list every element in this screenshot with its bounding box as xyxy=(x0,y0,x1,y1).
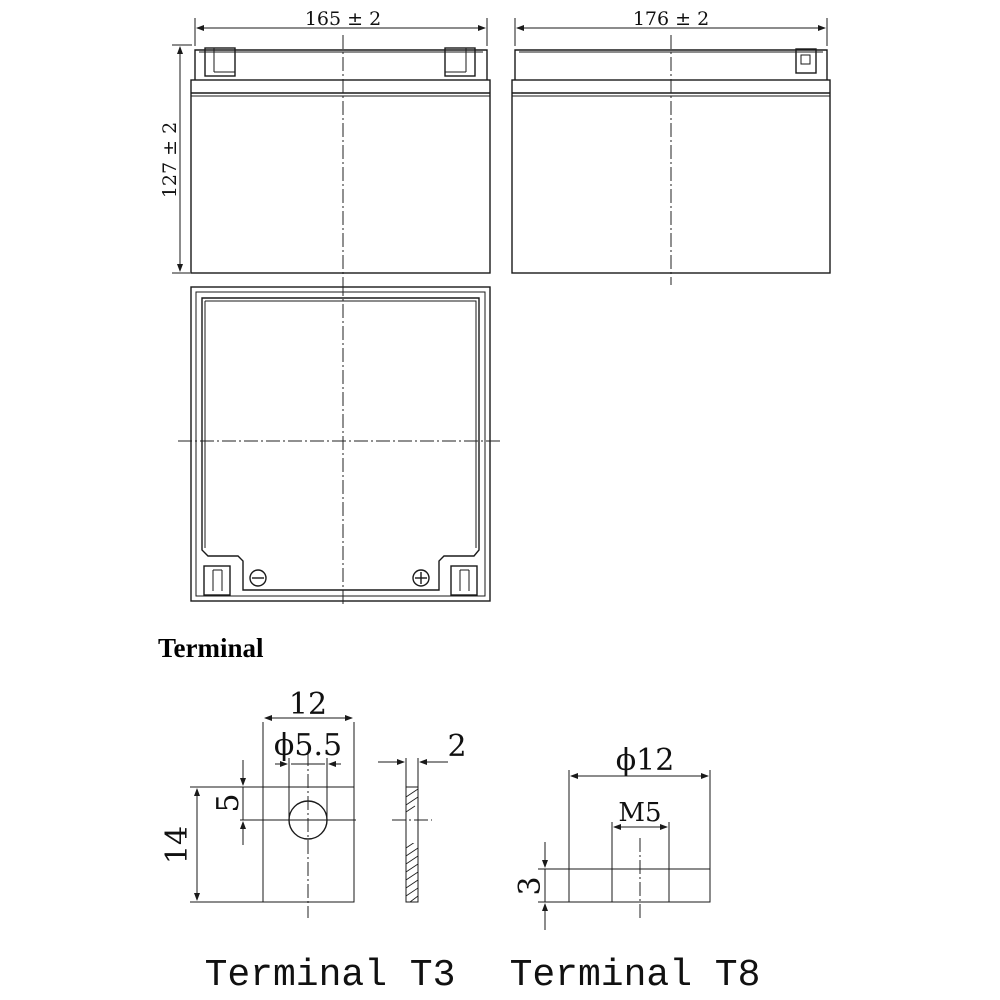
front-left-terminal xyxy=(204,47,236,77)
side-view xyxy=(511,35,831,285)
t3-caption: Terminal T3 xyxy=(205,954,456,997)
front-width-label: 165 ± 2 xyxy=(305,8,381,30)
t3-hole-diameter-label: ϕ5.5 xyxy=(274,728,342,763)
top-view xyxy=(178,282,500,606)
positive-polarity-icon xyxy=(412,569,430,587)
t8-caption: Terminal T8 xyxy=(510,954,761,997)
t3-height-label: 14 xyxy=(160,826,195,864)
t3-width-label: 12 xyxy=(289,687,327,722)
terminal-t3-drawing: 12 ϕ5.5 5 14 xyxy=(160,687,467,997)
dimension-side-width: 176 ± 2 xyxy=(514,8,828,46)
t8-height-label: 3 xyxy=(513,876,548,895)
negative-polarity-icon xyxy=(249,569,267,587)
dimension-height: 127 ± 2 xyxy=(159,44,192,274)
t3-thickness-label: 2 xyxy=(447,729,466,764)
side-terminal xyxy=(795,48,817,74)
front-view xyxy=(190,35,491,285)
t8-thread-label: M5 xyxy=(618,798,661,828)
terminal-t8-drawing: ϕ12 M5 3 Terminal T8 xyxy=(510,743,761,997)
dimension-front-width: 165 ± 2 xyxy=(194,8,488,46)
top-left-terminal xyxy=(203,565,231,596)
height-label: 127 ± 2 xyxy=(159,122,181,198)
section-title: Terminal xyxy=(158,633,264,663)
t8-diameter-label: ϕ12 xyxy=(616,743,675,778)
top-right-terminal xyxy=(450,565,478,596)
side-width-label: 176 ± 2 xyxy=(633,8,709,30)
front-right-terminal xyxy=(444,47,476,77)
t3-section-hatch xyxy=(405,788,419,903)
t3-hole-offset-label: 5 xyxy=(211,793,246,812)
